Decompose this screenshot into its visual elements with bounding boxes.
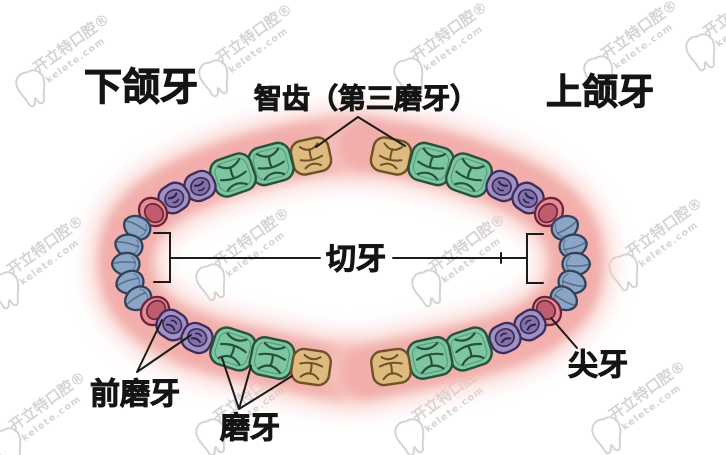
tooth-outline-icon — [591, 416, 622, 455]
tooth-outline-icon — [685, 33, 716, 72]
tooth-outline-icon — [393, 57, 424, 96]
label-premolar: 前磨牙 — [90, 377, 180, 412]
incisor-bracket-right — [526, 233, 544, 284]
tooth-wisdom — [370, 347, 412, 387]
label-incisor: 切牙 — [326, 242, 386, 277]
tooth-molar — [445, 326, 493, 372]
tooth-canine — [139, 295, 171, 327]
tooth-premolar — [180, 321, 214, 355]
watermark: 开立特口腔®kelete.com — [0, 368, 89, 455]
tooth-wisdom — [290, 347, 332, 387]
label-lower-jaw: 下颌牙 — [84, 65, 198, 109]
watermark: 开立特口腔®kelete.com — [0, 212, 87, 310]
tooth-premolar — [485, 169, 519, 203]
tooth-premolar — [511, 181, 545, 215]
tooth-outline-icon — [15, 69, 46, 108]
tooth-outline-icon — [195, 263, 226, 302]
tooth-outline-icon — [0, 271, 20, 310]
tooth-molar — [406, 336, 454, 380]
tooth-premolar — [488, 321, 522, 355]
label-wisdom-tooth: 智齿（第三磨牙） — [254, 82, 478, 115]
tooth-premolar — [183, 169, 217, 203]
wisdom-pointer-lines — [315, 116, 406, 148]
tooth-wisdom — [369, 136, 413, 176]
annotation-lines — [136, 116, 578, 410]
tooth-outline-icon — [0, 427, 22, 455]
tooth-wisdom — [289, 136, 333, 176]
tooth-molar — [209, 152, 257, 198]
watermark: 开立特口腔®kelete.com — [195, 204, 293, 302]
watermark: 开立特口腔®kelete.com — [608, 194, 706, 292]
label-upper-jaw: 上颌牙 — [546, 72, 654, 113]
tooth-outline-icon — [583, 55, 614, 94]
watermark: 开立特口腔®kelete.com — [685, 0, 726, 72]
incisor-line-right — [392, 252, 528, 264]
label-molar: 磨牙 — [220, 411, 280, 446]
tooth-outline-icon — [195, 418, 226, 455]
label-canine: 尖牙 — [568, 348, 628, 383]
premolar-pointer-lines — [136, 319, 192, 373]
tooth-outline-icon — [198, 59, 229, 98]
molar-pointer-lines — [221, 357, 293, 410]
canine-pointer-line — [550, 317, 578, 349]
teeth-layer — [110, 136, 592, 387]
tooth-outline-icon — [411, 269, 442, 308]
watermark: 开立特口腔®kelete.com — [411, 210, 509, 308]
tooth-molar — [248, 336, 296, 380]
tooth-outline-icon — [394, 418, 425, 455]
